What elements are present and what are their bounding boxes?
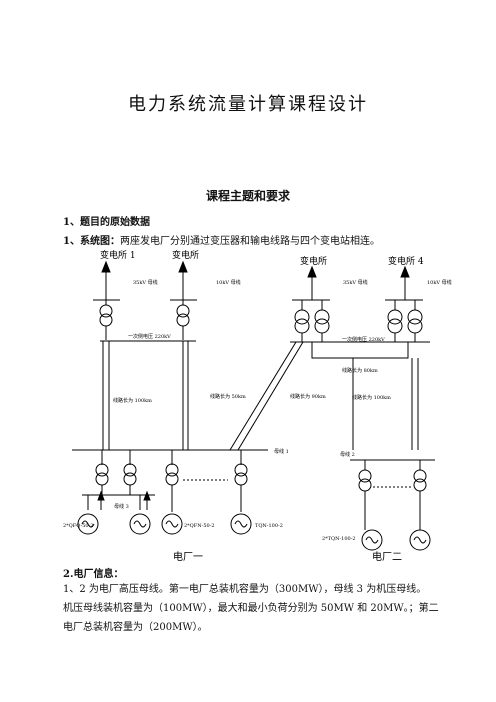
label-substation-3: 变电所 bbox=[300, 255, 327, 267]
label-substation-1: 变电所 1 bbox=[100, 249, 136, 261]
label-line-90km: 线路长为 90km bbox=[290, 393, 326, 400]
label-bus-10kv-b: 10kV 母线 bbox=[427, 279, 452, 286]
label-bus-10kv-a: 10kV 母线 bbox=[216, 279, 241, 286]
label-bus-3: 母线 3 bbox=[114, 503, 129, 510]
label-gen-2tqn: 2*TQN-100-2 bbox=[322, 536, 356, 542]
label-bus-2: 母线 2 bbox=[340, 451, 355, 458]
paragraph-line-2: 机压母线装机容量为（100MW），最大和最小负荷分别为 50MW 和 20MW。… bbox=[63, 603, 439, 614]
paragraph-line-3: 电厂总装机容量为（200MW）。 bbox=[63, 622, 208, 633]
heading-plant-info: 2.电厂信息： bbox=[63, 569, 124, 580]
heading-system-diagram: 1、系统图：两座发电厂分别通过变压器和输电线路与四个变电站相连。 bbox=[63, 232, 380, 247]
label-primary-voltage-b: 一次侧电压 220kV bbox=[342, 336, 385, 343]
heading-raw-data: 1、题目的原始数据 bbox=[63, 217, 150, 228]
system-diagram-text: 两座发电厂分别通过变压器和输电线路与四个变电站相连。 bbox=[119, 236, 380, 247]
paragraph-line-1: 1、2 为电厂高压母线。第一电厂总装机容量为（300MW），母线 3 为机压母线… bbox=[63, 584, 427, 595]
label-substation-4: 变电所 4 bbox=[388, 255, 424, 267]
label-line-100km-b: 线路长为 100km bbox=[352, 394, 391, 401]
document-title: 电力系统流量计算课程设计 bbox=[128, 94, 368, 115]
label-gen-tqn: TQN-100-2 bbox=[255, 523, 283, 529]
label-line-80km: 线路长为 80km bbox=[342, 367, 378, 374]
label-gen-qfn: 2*QFN-50-2 bbox=[184, 523, 215, 529]
label-bus-35kv-a: 35kV 母线 bbox=[133, 279, 158, 286]
label-plant-1: 电厂一 bbox=[173, 550, 203, 563]
label-gen-qfq: 2*QFQ-50-2 bbox=[63, 523, 93, 529]
label-bus-1: 母线 1 bbox=[274, 448, 289, 455]
label-plant-2: 电厂二 bbox=[372, 550, 402, 563]
label-bus-35kv-b: 35kV 母线 bbox=[343, 279, 368, 286]
system-diagram-label: 1、系统图： bbox=[63, 236, 120, 247]
section-title: 课程主题和要求 bbox=[205, 189, 290, 203]
label-primary-voltage-a: 一次侧电压 220kV bbox=[128, 333, 171, 340]
label-line-50km: 线路长为 50km bbox=[210, 393, 246, 400]
label-substation-2: 变电所 bbox=[172, 249, 199, 261]
label-line-100km-a: 线路长为 100km bbox=[113, 397, 152, 404]
